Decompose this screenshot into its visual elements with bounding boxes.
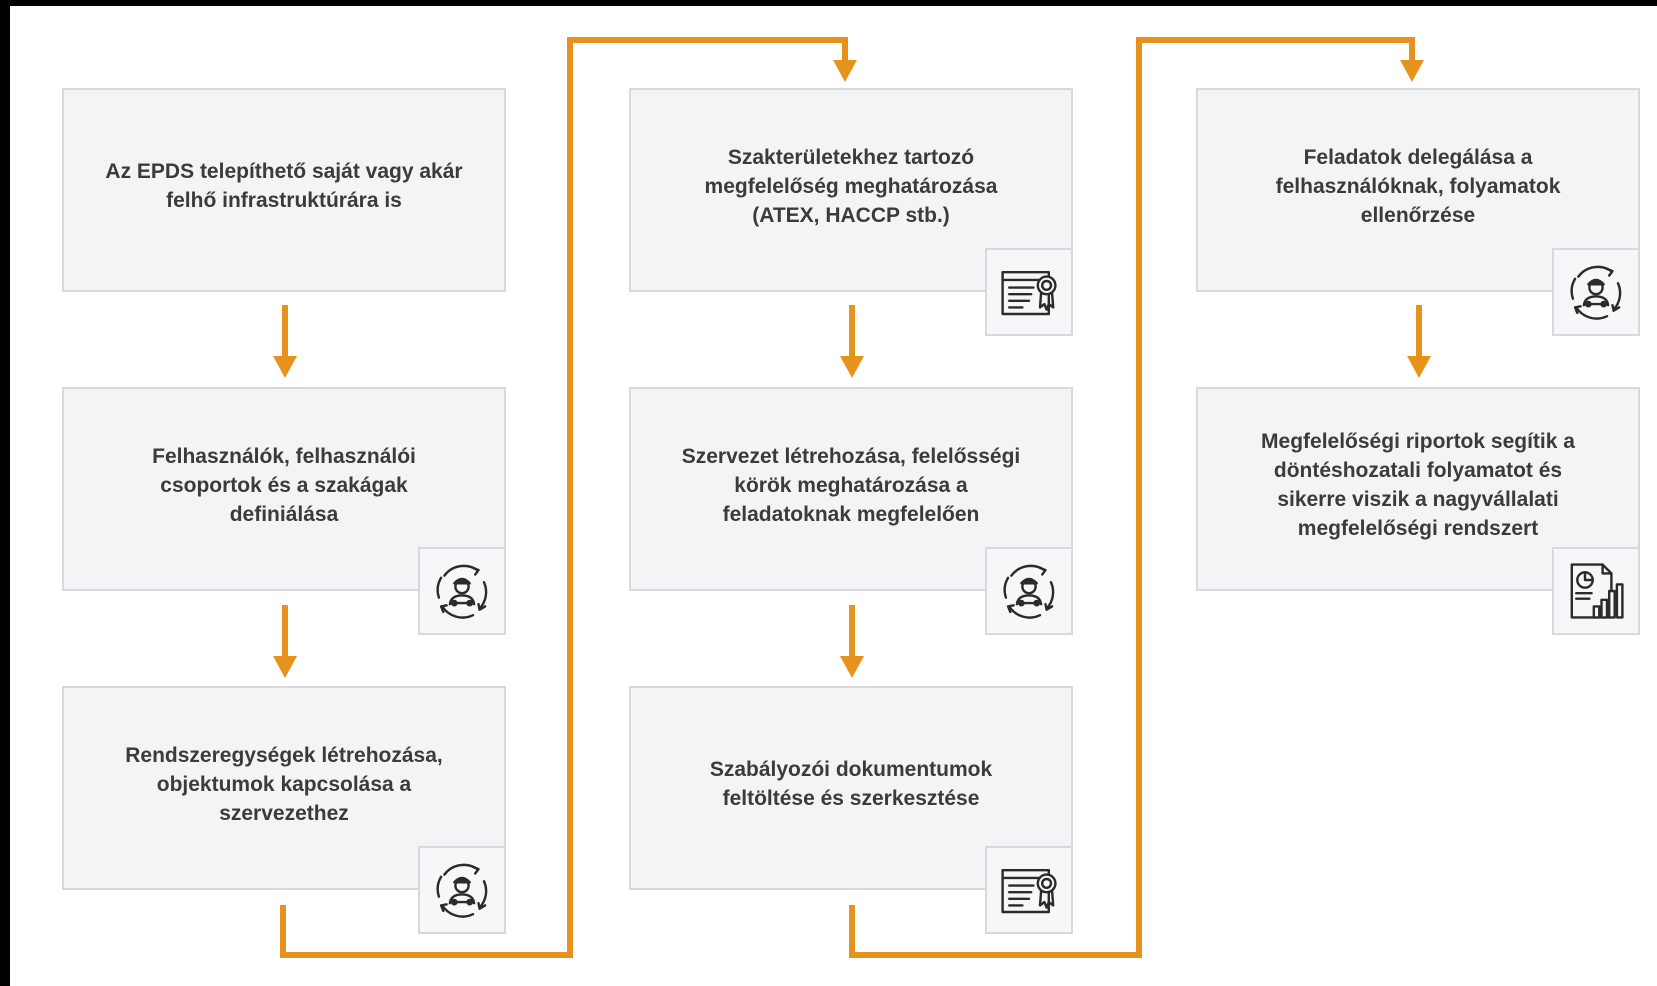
connector-3-4	[280, 37, 848, 958]
step-text: Az EPDS telepíthető saját vagy akár felh…	[105, 160, 463, 212]
step-text: Feladatok delegálása a felhasználóknak, …	[1275, 145, 1561, 227]
left-border	[0, 0, 10, 986]
step-card-1: Az EPDS telepíthető saját vagy akár felh…	[62, 88, 506, 292]
step-text: Szakterületekhez tartozó megfelelőség me…	[704, 145, 998, 227]
user-cycle-icon	[1552, 248, 1640, 336]
certificate-icon	[985, 248, 1073, 336]
user-cycle-icon	[985, 547, 1073, 635]
step-text: Megfelelőségi riportok segítik a döntésh…	[1261, 430, 1575, 540]
user-cycle-icon	[418, 846, 506, 934]
connector-6-7	[849, 37, 1415, 958]
user-cycle-icon	[418, 547, 506, 635]
certificate-icon	[985, 846, 1073, 934]
step-text: Rendszeregységek létrehozása, objektumok…	[125, 743, 443, 825]
top-border	[0, 0, 1657, 6]
step-text: Szabályozói dokumentumok feltöltése és s…	[709, 758, 993, 810]
step-text: Felhasználók, felhasználói csoportok és …	[152, 444, 416, 526]
step-text: Szervezet létrehozása, felelősségi körök…	[681, 444, 1021, 526]
report-chart-icon	[1552, 547, 1640, 635]
